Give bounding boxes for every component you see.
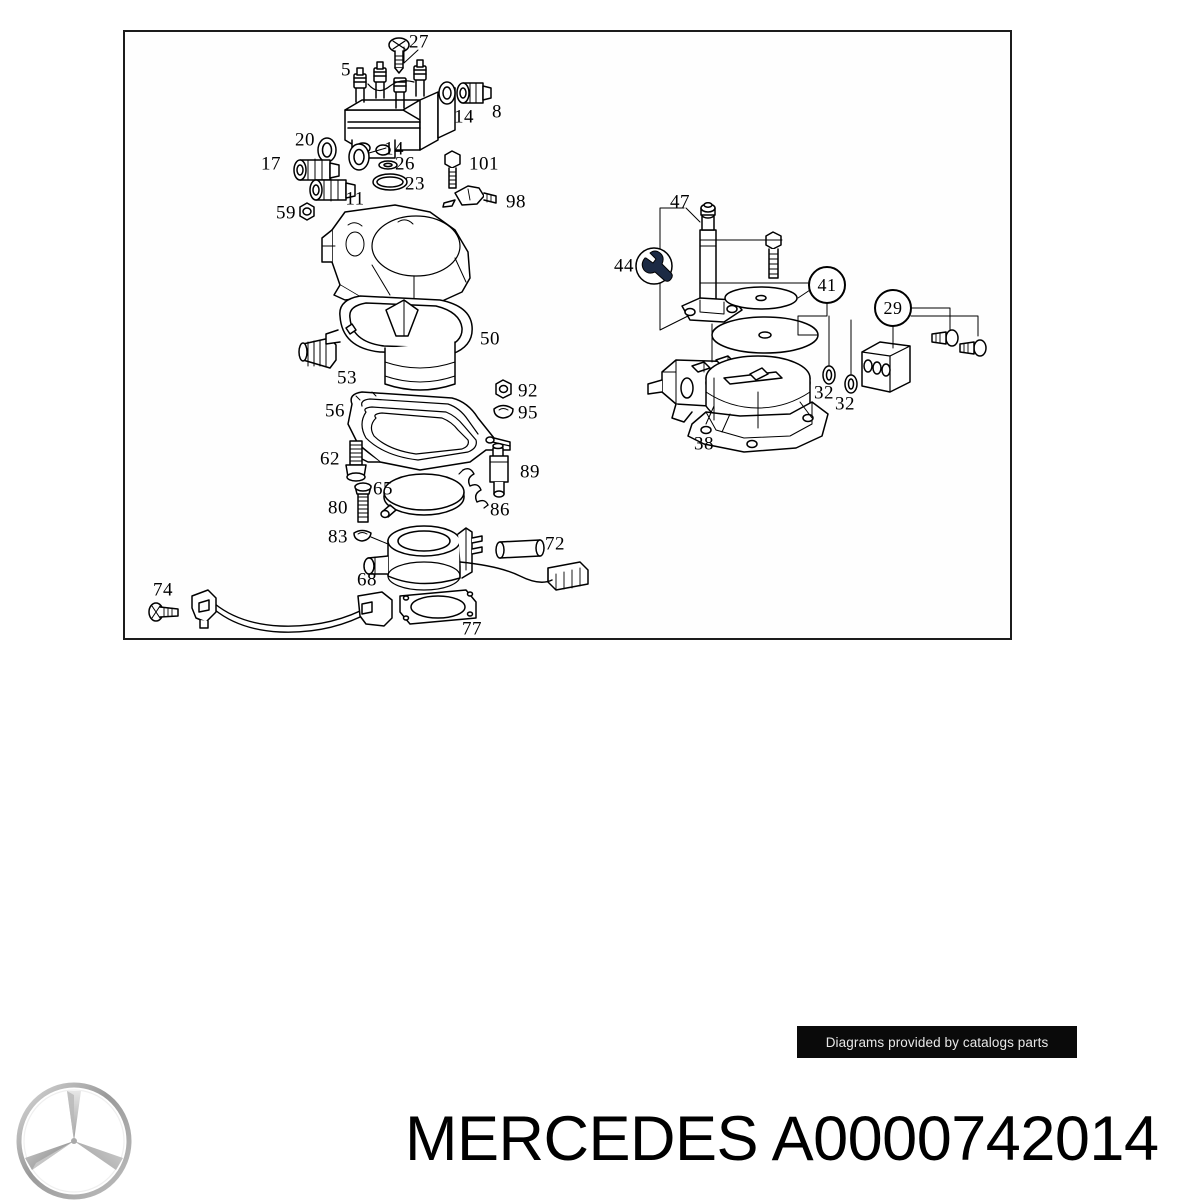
callout-14a: 14 xyxy=(454,106,474,128)
callout-17: 17 xyxy=(261,153,281,175)
callout-20: 20 xyxy=(295,129,315,151)
callout-27: 27 xyxy=(409,31,429,53)
callout-53: 53 xyxy=(337,367,357,389)
callout-50: 50 xyxy=(480,328,500,350)
callout-23: 23 xyxy=(405,173,425,195)
mercedes-star-logo xyxy=(16,1082,132,1200)
callout-29: 29 xyxy=(874,289,912,327)
callout-86: 86 xyxy=(490,499,510,521)
callout-38: 38 xyxy=(694,433,714,455)
callout-14b: 14 xyxy=(384,138,404,160)
callout-77: 77 xyxy=(462,618,482,640)
callout-32b: 32 xyxy=(835,393,855,415)
callout-83: 83 xyxy=(328,526,348,548)
callout-68: 68 xyxy=(357,569,377,591)
callout-47: 47 xyxy=(670,191,690,213)
callout-11: 11 xyxy=(345,188,365,210)
callout-80: 80 xyxy=(328,497,348,519)
watermark-badge: Diagrams provided by catalogs parts xyxy=(797,1026,1077,1058)
callout-44: 44 xyxy=(614,255,634,277)
callout-72: 72 xyxy=(545,533,565,555)
callout-62: 62 xyxy=(320,448,340,470)
callout-32a: 32 xyxy=(814,382,834,404)
callout-8: 8 xyxy=(492,101,502,123)
callout-98: 98 xyxy=(506,191,526,213)
callout-59: 59 xyxy=(276,202,296,224)
brand-part-number: MERCEDES A0000742014 xyxy=(405,1104,1159,1174)
callout-5: 5 xyxy=(341,59,351,81)
callout-65: 65 xyxy=(373,478,393,500)
callout-89: 89 xyxy=(520,461,540,483)
callout-95: 95 xyxy=(518,402,538,424)
callout-74: 74 xyxy=(153,579,173,601)
callout-41: 41 xyxy=(808,266,846,304)
callout-92: 92 xyxy=(518,380,538,402)
callout-26: 26 xyxy=(395,153,415,175)
callout-56: 56 xyxy=(325,400,345,422)
callout-101: 101 xyxy=(469,153,499,175)
diagram-frame xyxy=(123,30,1012,640)
